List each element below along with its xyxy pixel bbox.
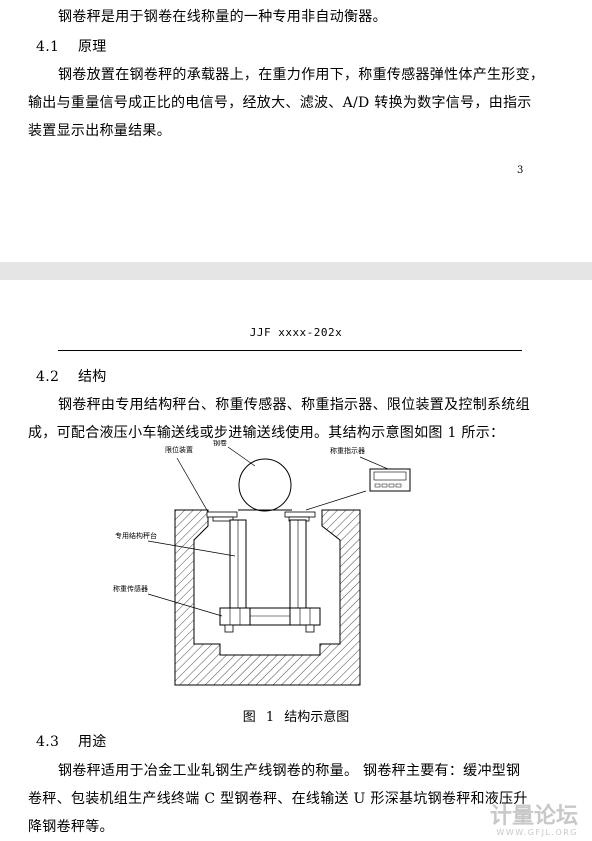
steel-coil	[238, 458, 292, 512]
paragraph-line: 降钢卷秤等。	[28, 819, 114, 835]
section-number: 4.1	[36, 39, 60, 55]
label-indicator: 称重指示器	[330, 446, 365, 455]
label-platform: 专用结构秤台	[115, 531, 157, 540]
section-number: 4.2	[36, 369, 60, 385]
watermark: 计量论坛 WWW.GFJL.ORG	[489, 804, 578, 838]
section-4-2-heading: 4.2 结构	[36, 369, 107, 385]
structure-diagram: 限位装置 钢卷 称重指示器 专用结构秤台 称重传感器	[113, 440, 411, 686]
label-limit-device: 限位装置	[165, 445, 193, 454]
watermark-title: 计量论坛	[489, 804, 578, 829]
label-sensor: 称重传感器	[113, 584, 148, 593]
foundation-pit	[174, 509, 361, 686]
intro-line: 钢卷秤是用于钢卷在线称量的一种专用非自动衡器。	[58, 9, 387, 25]
load-cell-right	[305, 624, 315, 633]
watermark-url: WWW.GFJL.ORG	[496, 828, 578, 837]
page-gap	[0, 262, 592, 280]
section-number: 4.3	[36, 734, 60, 750]
page-header: JJF xxxx-202x	[249, 326, 343, 339]
paragraph-line: 钢卷秤适用于冶金工业轧钢生产线钢卷的称量。 钢卷秤主要有：缓冲型钢	[58, 763, 521, 779]
section-title: 结构	[77, 369, 107, 385]
section-4-1-heading: 4.1 原理	[36, 39, 107, 55]
label-steel-coil: 钢卷	[213, 440, 227, 447]
paragraph-line: 成，可配合液压小车输送线或步进输送线使用。其结构示意图如图 1 所示：	[28, 425, 505, 441]
header-rule	[58, 350, 522, 351]
paragraph-line: 输出与重量信号成正比的电信号，经放大、滤波、A/D 转换为数字信号，由指示	[28, 95, 532, 111]
section-title: 原理	[77, 39, 107, 55]
page-number: 3	[517, 165, 524, 176]
paragraph-line: 卷秤、包装机组生产线终端 C 型钢卷秤、在线输送 U 形深基坑钢卷秤和液压升	[28, 791, 528, 807]
paragraph-line: 钢卷秤由专用结构秤台、称重传感器、称重指示器、限位装置及控制系统组	[58, 397, 530, 413]
page-upper: 钢卷秤是用于钢卷在线称量的一种专用非自动衡器。 4.1 原理 钢卷放置在钢卷秤的…	[0, 0, 592, 262]
section-title: 用途	[77, 734, 107, 750]
paragraph-line: 装置显示出称量结果。	[28, 123, 171, 139]
paragraph-line: 钢卷放置在钢卷秤的承载器上，在重力作用下，称重传感器弹性体产生形变，	[58, 67, 545, 83]
section-4-3-heading: 4.3 用途	[36, 734, 107, 750]
page-lower: JJF xxxx-202x 4.2 结构 钢卷秤由专用结构秤台、称重传感器、称重…	[0, 280, 592, 841]
load-cell-left	[224, 624, 234, 633]
figure-caption: 图 1 结构示意图	[242, 710, 350, 725]
